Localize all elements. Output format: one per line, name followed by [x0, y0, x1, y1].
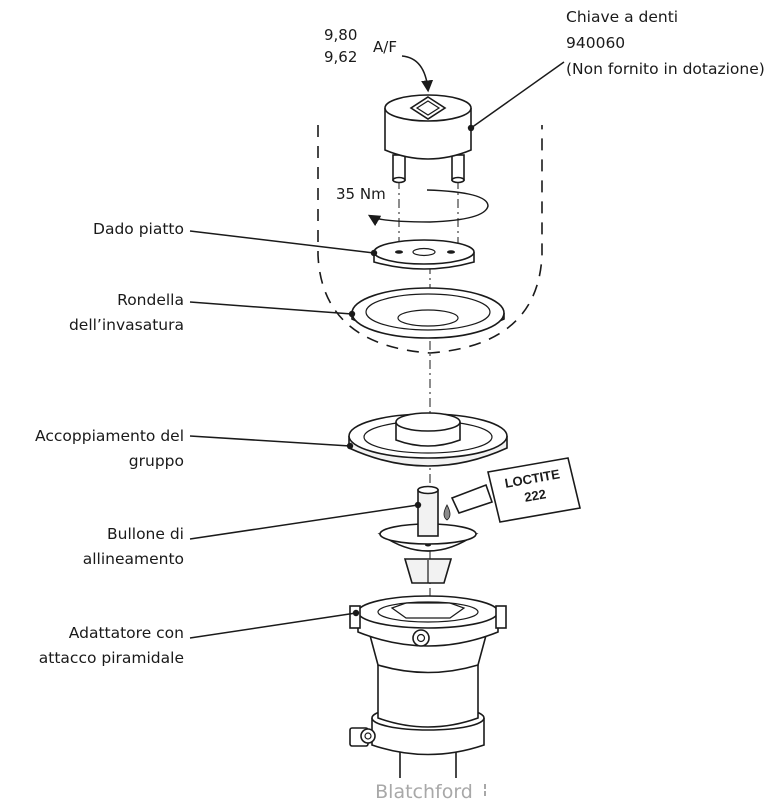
wrench-pin-right-tip — [451, 176, 465, 184]
wrench-pin-left-tip — [392, 176, 406, 184]
bolt-shank-top — [417, 485, 439, 495]
wrench-leader-dot — [467, 124, 475, 132]
coupling-leader — [189, 435, 351, 447]
adapter-set-screw — [412, 629, 430, 647]
adapter-head-top — [357, 595, 499, 629]
coupling-label-line1: Accoppiamento del — [35, 427, 184, 445]
loctite-tube: LOCTITE 222 — [443, 457, 581, 523]
bolt-leader-dot — [414, 501, 422, 509]
loctite-nozzle — [450, 483, 494, 514]
socket-washer-hole — [397, 309, 459, 327]
socket-washer — [351, 287, 505, 339]
assembly-coupling — [348, 412, 508, 467]
brand-bg — [366, 778, 490, 804]
clamp-screw — [360, 728, 376, 744]
flat-nut — [373, 239, 475, 270]
socket-outline — [317, 125, 543, 354]
socket-washer-leader — [189, 301, 353, 315]
square-drive — [409, 96, 447, 120]
socket-washer-label-line1: Rondella — [117, 291, 184, 309]
af-unit: A/F — [373, 38, 397, 56]
adapter-label-line2: attacco piramidale — [39, 649, 184, 667]
coupling-label-line2: gruppo — [129, 452, 184, 470]
af-arrow — [401, 55, 434, 93]
af-value-top: 9,80 — [324, 26, 357, 44]
brand-mark-1 — [484, 784, 486, 789]
loctite-number: 222 — [523, 486, 547, 505]
adapter-label-line1: Adattatore con — [69, 624, 184, 642]
loctite-body — [487, 457, 581, 523]
adapter-leader-dot — [352, 609, 360, 617]
pyramid-adapter — [349, 595, 507, 798]
bolt-leader — [189, 504, 419, 540]
torque-arrow — [367, 189, 489, 227]
adapter-lug-left — [349, 605, 361, 629]
coupling-leader-dot — [346, 442, 354, 450]
pin-wrench — [384, 94, 472, 184]
wrench-pin-right — [451, 154, 465, 181]
bolt-center-hole — [425, 543, 431, 547]
flat-nut-hole — [412, 247, 436, 257]
coupling-boss-top — [395, 412, 461, 432]
wrench-pin-left — [392, 154, 406, 181]
flat-nut-leader-dot — [370, 249, 378, 257]
bolt-label-line2: allineamento — [83, 550, 184, 568]
adapter-set-screw-socket — [416, 633, 426, 643]
clamp-screw-socket — [364, 732, 372, 740]
wrench-body — [384, 108, 472, 160]
adapter-pyramid — [390, 602, 466, 619]
wrench-label-line3: (Non fornito in dotazione) — [566, 60, 765, 78]
flat-nut-pin-hole-left — [395, 250, 403, 254]
adapter-lug-right — [495, 605, 507, 629]
wrench-leader — [470, 61, 565, 129]
alignment-bolt — [377, 485, 479, 584]
socket-washer-label-line2: dell’invasatura — [69, 316, 184, 334]
socket-washer-dish — [365, 293, 491, 331]
socket-washer-leader-dot — [348, 310, 356, 318]
torque-label-bg — [334, 183, 394, 203]
wrench-label-line1: Chiave a denti — [566, 8, 678, 26]
flat-nut-label: Dado piatto — [93, 220, 184, 238]
torque-label: 35 Nm — [336, 185, 386, 203]
flat-nut-pin-hole-right — [447, 250, 455, 254]
adapter-body — [377, 665, 479, 728]
brand-mark-2 — [484, 791, 486, 796]
loctite-drop — [443, 504, 451, 521]
flat-nut-top — [373, 239, 475, 265]
adapter-recess — [377, 601, 479, 623]
adapter-leader — [189, 612, 357, 639]
brand-logo: Blatchford — [375, 781, 473, 803]
bolt-label-line1: Bullone di — [107, 525, 184, 543]
wrench-label-line2: 940060 — [566, 34, 625, 52]
bolt-shank — [417, 489, 439, 537]
flat-nut-leader — [189, 230, 375, 254]
square-drive-inner — [415, 100, 441, 116]
af-value-bottom: 9,62 — [324, 48, 357, 66]
